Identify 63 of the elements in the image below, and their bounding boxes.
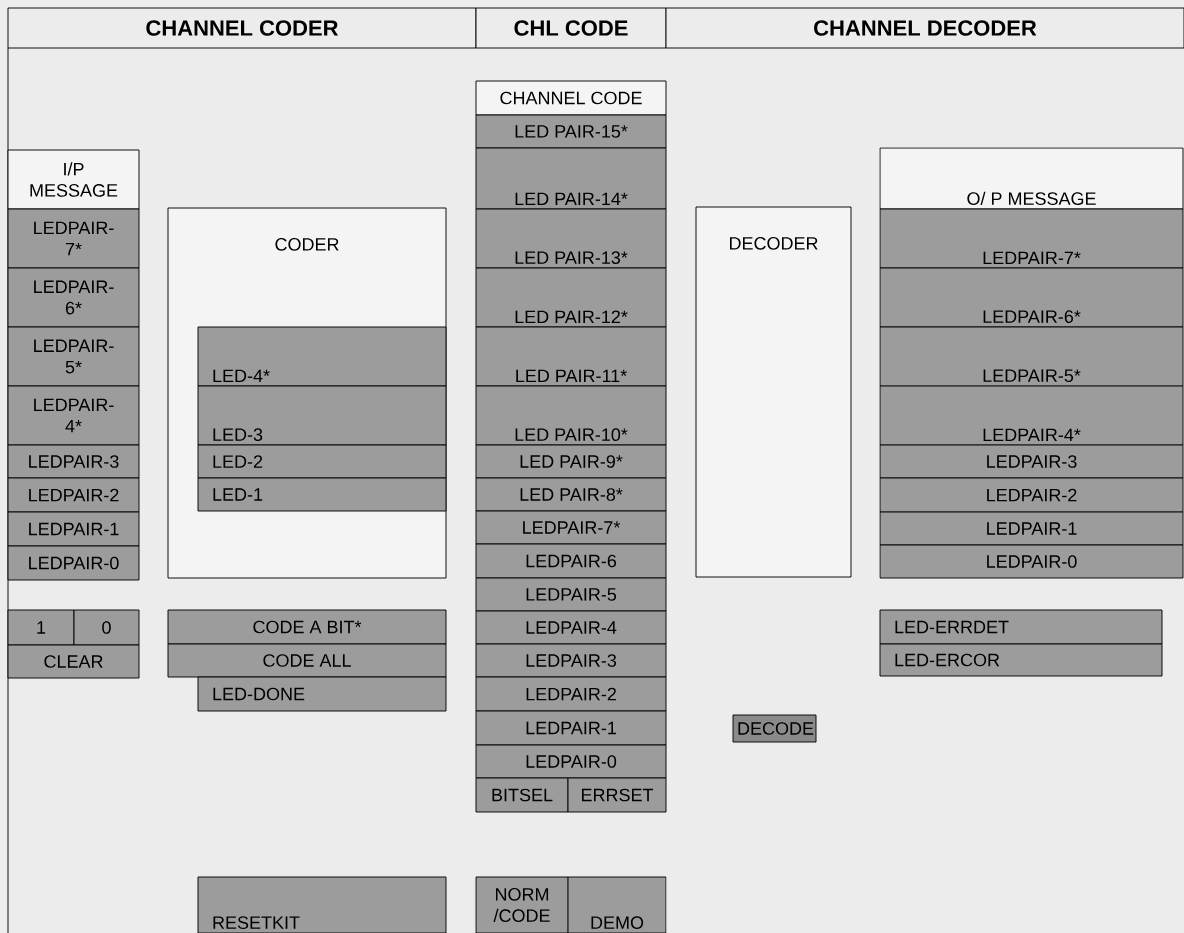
label-cell: ERRSET (567, 777, 667, 813)
label-cell: LED-ERCOR (879, 643, 1163, 677)
label-cell: LEDPAIR-5 (475, 577, 667, 612)
label-cell: LEDPAIR-6 (475, 543, 667, 579)
label-cell: LED PAIR-15* (475, 114, 667, 149)
node-label: LEDPAIR-6* (983, 310, 1081, 323)
label-cell: DEMO (567, 876, 667, 933)
label-cell: DECODE (732, 714, 817, 743)
label-cell: LEDPAIR-3 (7, 444, 140, 479)
label-cell: LED PAIR-10* (475, 385, 667, 446)
label-cell: LEDPAIR-2 (7, 477, 140, 513)
label-cell: LEDPAIR-1 (475, 710, 667, 746)
label-cell: 0 (73, 609, 140, 646)
label-cell: 1 (7, 609, 75, 646)
node-label: LEDPAIR-3 (987, 455, 1077, 468)
panel-box: O/ P MESSAGE (879, 147, 1184, 210)
label-cell: CODE ALL (167, 643, 447, 678)
label-cell: LED-3 (197, 385, 447, 446)
label-cell: LEDPAIR- 6* (7, 267, 140, 328)
label-cell: LEDPAIR-2 (879, 477, 1184, 513)
label-cell: LEDPAIR- 4* (7, 385, 140, 446)
node-label: LEDPAIR-2 (987, 488, 1077, 502)
label-cell: LEDPAIR-1 (879, 511, 1184, 546)
panel-box: DECODER (695, 206, 852, 578)
panel-box: I/P MESSAGE (7, 149, 140, 210)
label-cell: BITSEL (475, 777, 569, 813)
label-cell: LED-1 (197, 477, 447, 512)
label-cell: RESETKIT (197, 876, 447, 933)
label-cell: CODE A BIT* (167, 609, 447, 645)
label-cell: LEDPAIR-7* (879, 208, 1184, 269)
node-label: NORM /CODE (493, 887, 550, 923)
label-cell: LED PAIR-12* (475, 267, 667, 328)
node-label: LEDPAIR-1 (987, 522, 1077, 535)
label-cell: LED PAIR-13* (475, 208, 667, 269)
label-cell: LEDPAIR-0 (475, 744, 667, 779)
label-cell: LEDPAIR-3 (879, 444, 1184, 479)
label-cell: LED PAIR-14* (475, 147, 667, 210)
label-cell: LED-ERRDET (879, 609, 1163, 645)
label-cell: LEDPAIR-1 (7, 511, 140, 547)
node-label: LEDPAIR-4* (983, 428, 1081, 442)
label-cell: LEDPAIR-4* (879, 385, 1184, 446)
label-cell: LED PAIR-8* (475, 477, 667, 512)
label-cell: LEDPAIR-0 (7, 545, 140, 581)
label-cell: LEDPAIR-0 (879, 544, 1184, 579)
label-cell: CLEAR (7, 644, 140, 679)
label-cell: LEDPAIR-7* (475, 510, 667, 545)
label-cell: NORM /CODE (475, 876, 569, 933)
label-cell: LEDPAIR-2 (475, 676, 667, 712)
label-cell: LEDPAIR- 5* (7, 326, 140, 387)
label-cell: LEDPAIR-4 (475, 610, 667, 645)
node-label: LEDPAIR-5* (983, 369, 1081, 382)
label-cell: LED PAIR-9* (475, 444, 667, 479)
label-cell: LEDPAIR- 7* (7, 208, 140, 269)
node-label: LEDPAIR-7* (983, 251, 1081, 265)
header-cell: CHL CODE (475, 7, 667, 49)
label-cell: LED PAIR-11* (475, 326, 667, 387)
label-cell: LEDPAIR-6* (879, 267, 1184, 328)
panel-box: CHANNEL CODE (475, 80, 667, 116)
label-cell: LED-2 (197, 444, 447, 479)
label-cell: LEDPAIR-5* (879, 326, 1184, 387)
label-cell: LEDPAIR-3 (475, 643, 667, 678)
label-cell: LED-DONE (197, 676, 447, 712)
label-cell: LED-4* (197, 326, 447, 387)
